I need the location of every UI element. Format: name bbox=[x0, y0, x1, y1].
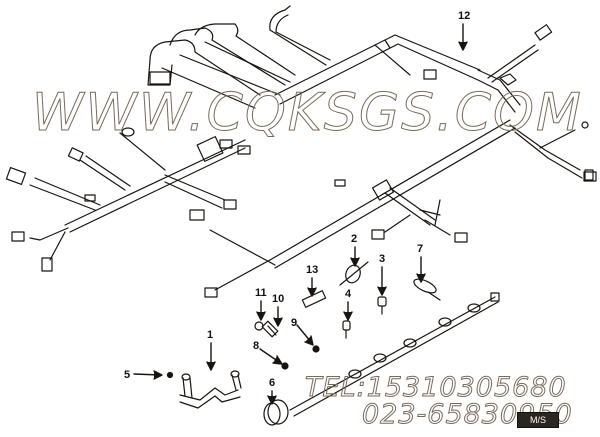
callout-7: 7 bbox=[417, 243, 424, 255]
callout-6: 6 bbox=[269, 377, 276, 389]
callout-8: 8 bbox=[253, 340, 260, 352]
harness-left-branch bbox=[5, 127, 251, 272]
harness-right-branch bbox=[189, 119, 597, 298]
harness-upper-trunk bbox=[274, 24, 553, 113]
loose-parts bbox=[166, 261, 500, 426]
callout-3: 3 bbox=[379, 253, 386, 265]
watermark-tel: TEL:15310305680 bbox=[305, 372, 567, 404]
callout-5: 5 bbox=[124, 369, 131, 381]
callout-11: 11 bbox=[255, 287, 267, 299]
watermark-site: WWW.CQKSGS.COM bbox=[32, 83, 583, 144]
callout-12: 12 bbox=[458, 10, 471, 22]
callout-arrows bbox=[133, 23, 468, 405]
callout-9: 9 bbox=[291, 317, 298, 329]
callout-4: 4 bbox=[345, 288, 352, 300]
callout-1: 1 bbox=[207, 329, 214, 341]
corner-tag: M/S bbox=[517, 412, 559, 428]
callout-10: 10 bbox=[272, 293, 285, 305]
callout-2: 2 bbox=[351, 233, 358, 245]
harness-elbow-tubes bbox=[147, 5, 437, 109]
callout-13: 13 bbox=[306, 264, 319, 276]
